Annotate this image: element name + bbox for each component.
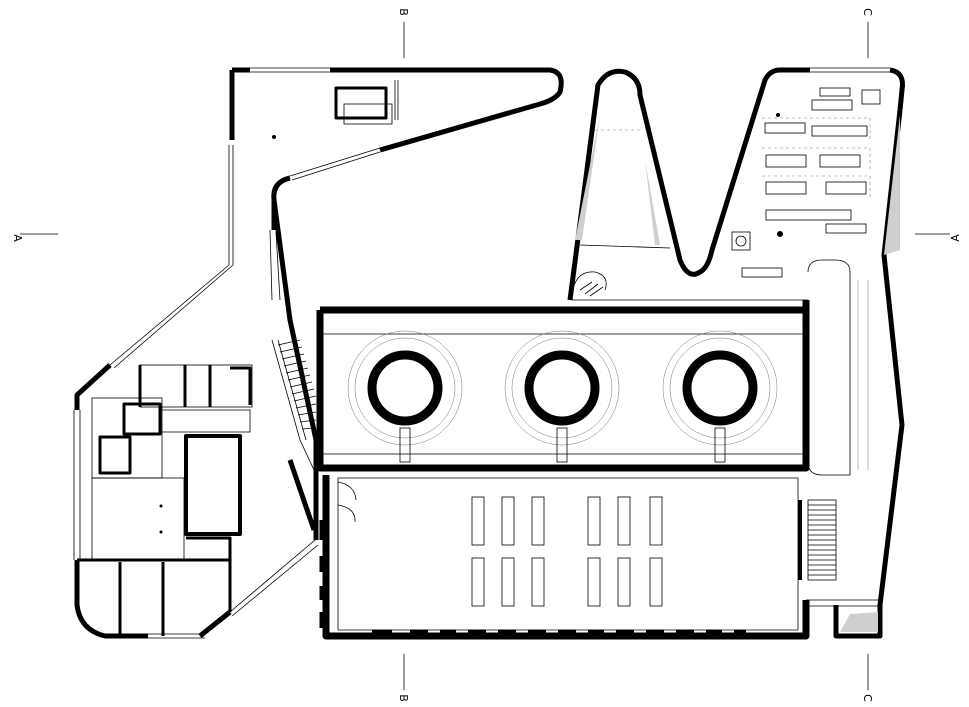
rotunda — [504, 330, 620, 463]
spiral-stair — [579, 281, 604, 297]
wall-segment — [271, 175, 291, 230]
spiral-stair — [571, 271, 607, 296]
edge-line — [806, 599, 880, 607]
glazing-line — [73, 410, 81, 560]
glazing-line — [250, 67, 330, 73]
wc-block — [139, 364, 253, 408]
column-marker — [777, 231, 783, 237]
door-swing — [337, 481, 357, 523]
left-wing — [73, 67, 564, 639]
office-walls — [186, 536, 232, 612]
glazing-line — [109, 145, 230, 366]
open-office — [91, 477, 185, 561]
glazing-line — [229, 539, 319, 617]
wall-segment — [74, 363, 112, 410]
lower-hall — [319, 475, 810, 640]
core-detail — [394, 80, 399, 120]
section-label-c-top: C — [861, 8, 874, 16]
section-label-a-right: A — [949, 234, 962, 242]
wall-segment — [316, 300, 810, 472]
rotunda-hall — [316, 299, 810, 472]
core-detail — [343, 103, 393, 125]
wall-segment — [198, 610, 232, 638]
section-label-b-bottom: B — [397, 694, 410, 702]
glazing-line — [810, 67, 890, 73]
glazing-line — [148, 633, 205, 639]
column-marker — [159, 504, 163, 508]
glazing-line — [289, 147, 381, 181]
hall-tables — [471, 496, 663, 607]
section-label-b-top: B — [397, 8, 410, 16]
shaded-area — [884, 115, 900, 255]
rotunda — [347, 330, 463, 463]
section-markers: A A B B C C — [11, 8, 962, 702]
corridor-line — [162, 409, 251, 433]
connector — [269, 199, 319, 540]
rotunda — [662, 330, 778, 463]
lift-core — [122, 402, 162, 436]
right-wing — [567, 67, 905, 639]
office-walls — [77, 558, 230, 636]
stair-hatch — [277, 339, 317, 430]
corridor — [807, 259, 851, 476]
room-wall — [184, 434, 242, 536]
section-label-c-bottom: C — [861, 694, 874, 702]
shaded-area — [645, 160, 660, 245]
wc-walls — [138, 365, 252, 407]
wall-segment — [889, 67, 905, 111]
wall-segment — [271, 199, 319, 540]
column-marker — [272, 135, 276, 139]
shaded-area — [840, 612, 878, 632]
stair-core — [98, 435, 132, 475]
shelving — [731, 87, 881, 278]
corridor-detail — [857, 280, 869, 470]
shaded-area — [575, 115, 600, 240]
wall-segment — [74, 560, 148, 639]
gallery-edge — [322, 333, 804, 455]
ramp-edge — [271, 339, 315, 471]
hall-inner — [337, 477, 799, 631]
east-stair — [798, 499, 837, 581]
glazing-line — [269, 229, 281, 301]
glazing-line — [113, 145, 234, 369]
core-block — [334, 86, 388, 120]
wall-segment — [330, 67, 564, 153]
column-marker — [776, 113, 780, 117]
column-marker — [159, 530, 163, 534]
wall-segment — [287, 459, 317, 531]
zigzag-wall — [567, 67, 810, 301]
edge-line — [579, 244, 671, 249]
section-label-a-left: A — [11, 234, 24, 242]
wall-segment — [322, 475, 810, 640]
